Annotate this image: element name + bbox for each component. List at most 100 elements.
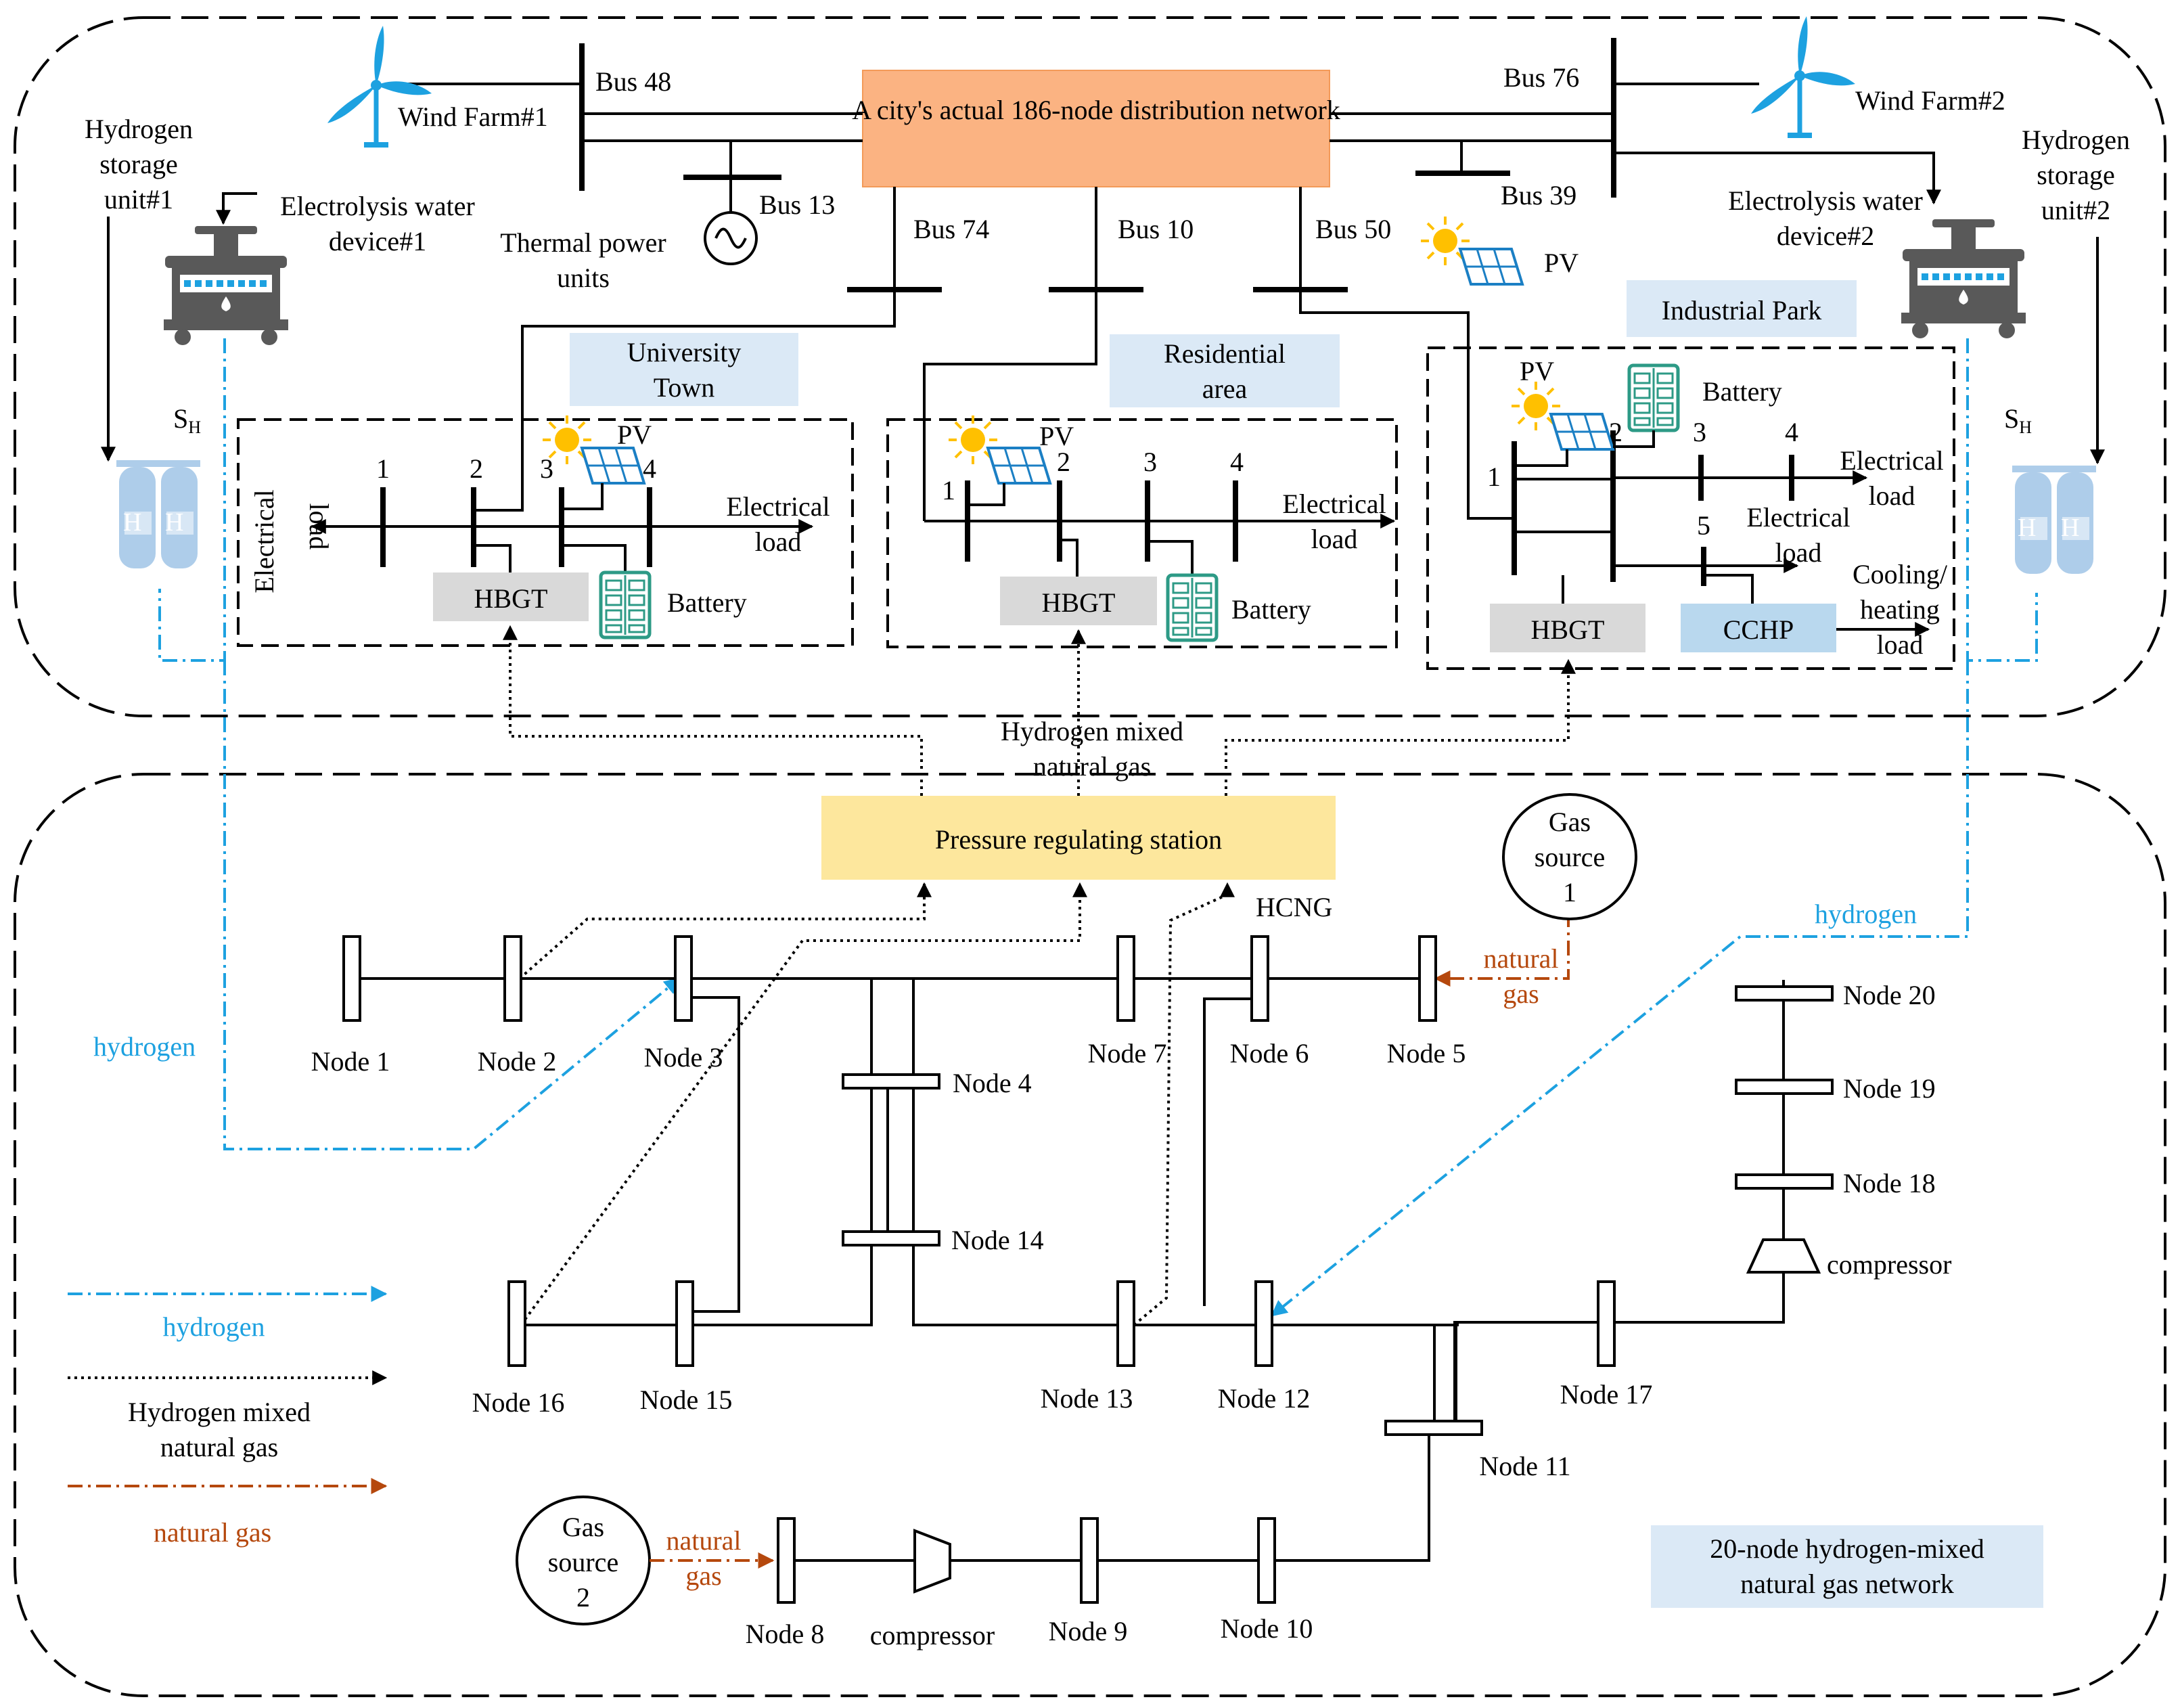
distribution-network-box xyxy=(862,70,1330,187)
node-12-label: Node 12 xyxy=(1218,1383,1311,1414)
distribution-network-label-1: A city's actual 186-node distribution ne… xyxy=(852,95,1340,125)
gas-node-14 xyxy=(842,1230,940,1246)
h2-storage-2-line3: unit#2 xyxy=(2041,195,2110,225)
node-6-label: Node 6 xyxy=(1230,1038,1309,1069)
compressor-icon-bottom xyxy=(913,1529,951,1594)
bus-74-label: Bus 74 xyxy=(913,214,989,244)
university-town-label-2: Town xyxy=(654,372,715,403)
legend-ng-label: natural gas xyxy=(154,1517,271,1548)
industrial-park-label: Industrial Park xyxy=(1662,295,1822,325)
pv-icon xyxy=(1420,215,1524,286)
ut-pv-label: PV xyxy=(617,420,652,450)
gas-node-1 xyxy=(342,935,361,1022)
ut-left-load-1: Electrical xyxy=(249,489,279,593)
electrolyzer-icon-2 xyxy=(1901,219,2026,338)
university-town-label-box xyxy=(570,333,798,406)
ra-node-2: 2 xyxy=(1057,447,1070,477)
gas-source-2-line2: source xyxy=(548,1547,618,1577)
node-11-label: Node 11 xyxy=(1479,1451,1570,1481)
h2-text-2b: H xyxy=(2061,514,2079,542)
ip-battery-label: Battery xyxy=(1702,376,1782,407)
pressure-station-label: Pressure regulating station xyxy=(935,824,1222,855)
ra-hbgt-box xyxy=(1000,577,1157,625)
gas-node-9 xyxy=(1080,1517,1099,1604)
ut-battery-label: Battery xyxy=(667,587,747,618)
h2-text-2a: H xyxy=(2018,514,2036,542)
bus-39-label: Bus 39 xyxy=(1501,180,1576,210)
ip-node-2: 2 xyxy=(1609,417,1622,447)
gas-node-12 xyxy=(1254,1280,1273,1367)
ra-load-1: Electrical xyxy=(1282,489,1386,519)
battery-icon-industrial xyxy=(1629,365,1678,430)
electrolysis-2-line2: device#2 xyxy=(1777,221,1874,251)
university-town-box xyxy=(237,418,854,647)
ip-load-b-2: load xyxy=(1775,537,1822,568)
gas-node-11 xyxy=(1384,1420,1483,1436)
bus-48-label: Bus 48 xyxy=(595,66,671,97)
electrolyzer-icon-1 xyxy=(164,226,288,345)
gas-node-10 xyxy=(1257,1517,1276,1604)
university-town-label-1: University xyxy=(627,337,742,367)
sh-label-1: SH xyxy=(173,403,201,437)
legend-mixed-label-1: Hydrogen mixed xyxy=(128,1397,311,1427)
ip-load-c-1: Cooling/ xyxy=(1853,559,1948,589)
node-17-label: Node 17 xyxy=(1560,1379,1653,1410)
node-20-label: Node 20 xyxy=(1843,980,1936,1010)
industrial-park-box xyxy=(1426,346,1955,670)
ip-cchp-label: CCHP xyxy=(1723,614,1794,645)
hydrogen-label-left: hydrogen xyxy=(93,1031,196,1062)
ra-battery-label: Battery xyxy=(1231,594,1311,625)
compressor-label-bottom: compressor xyxy=(870,1620,995,1650)
ip-node-3: 3 xyxy=(1693,417,1706,447)
ut-left-load-2: load xyxy=(304,503,334,550)
legend-hydrogen-label: hydrogen xyxy=(162,1311,265,1342)
ra-node-1: 1 xyxy=(942,475,955,505)
gas-node-18 xyxy=(1735,1173,1834,1190)
node-2-label: Node 2 xyxy=(478,1046,557,1077)
mixed-gas-label-1: Hydrogen mixed xyxy=(1001,716,1183,746)
gas-source-2-line3: 2 xyxy=(576,1582,590,1613)
compressor-label-right: compressor xyxy=(1827,1249,1951,1280)
gas-system-region xyxy=(14,773,2166,1697)
ip-load-a-2: load xyxy=(1869,480,1915,511)
wind-farm-2-label: Wind Farm#2 xyxy=(1855,85,2005,116)
node-3-label: Node 3 xyxy=(644,1042,723,1073)
ip-node-1: 1 xyxy=(1487,462,1501,492)
wind-farm-1-label: Wind Farm#1 xyxy=(398,102,548,132)
node-13-label: Node 13 xyxy=(1041,1383,1133,1414)
ut-right-load-2: load xyxy=(755,526,802,557)
hydrogen-label-right: hydrogen xyxy=(1815,899,1917,929)
ng-label-bot-2: gas xyxy=(685,1560,721,1591)
gas-source-1 xyxy=(1502,793,1637,920)
ut-right-load-1: Electrical xyxy=(726,491,830,522)
ut-node-1: 1 xyxy=(376,453,390,484)
power-system-region xyxy=(14,16,2166,717)
gas-source-2-line1: Gas xyxy=(562,1512,604,1542)
pv-icon-industrial xyxy=(1510,380,1614,451)
node-15-label: Node 15 xyxy=(640,1385,733,1415)
node-16-label: Node 16 xyxy=(472,1387,565,1418)
battery-icon-university xyxy=(601,572,650,637)
bus-50-label: Bus 50 xyxy=(1315,214,1391,244)
h2-storage-1-line1: Hydrogen xyxy=(85,114,193,144)
h2-storage-1-line3: unit#1 xyxy=(104,184,173,215)
gas-node-2 xyxy=(503,935,522,1022)
ip-node-4: 4 xyxy=(1785,417,1798,447)
gas-source-1-line2: source xyxy=(1535,842,1605,872)
gas-node-17 xyxy=(1597,1280,1616,1367)
bus-10-label: Bus 10 xyxy=(1118,214,1194,244)
h2-storage-1-line2: storage xyxy=(99,149,178,179)
pv-icon-residential xyxy=(947,414,1051,485)
electrolysis-2-line1: Electrolysis water xyxy=(1728,185,1923,216)
ip-hbgt-box xyxy=(1490,604,1645,652)
ip-load-c-3: load xyxy=(1877,629,1924,660)
node-8-label: Node 8 xyxy=(746,1619,825,1649)
ra-pv-label: PV xyxy=(1039,421,1074,451)
gas-node-13 xyxy=(1116,1280,1135,1367)
thermal-units-line2: units xyxy=(557,263,610,293)
gas-network-label-2: natural gas network xyxy=(1740,1569,1953,1599)
node-14-label: Node 14 xyxy=(951,1225,1044,1255)
node-9-label: Node 9 xyxy=(1049,1616,1128,1646)
ra-load-2: load xyxy=(1311,524,1358,554)
bus-13-label: Bus 13 xyxy=(759,189,835,220)
